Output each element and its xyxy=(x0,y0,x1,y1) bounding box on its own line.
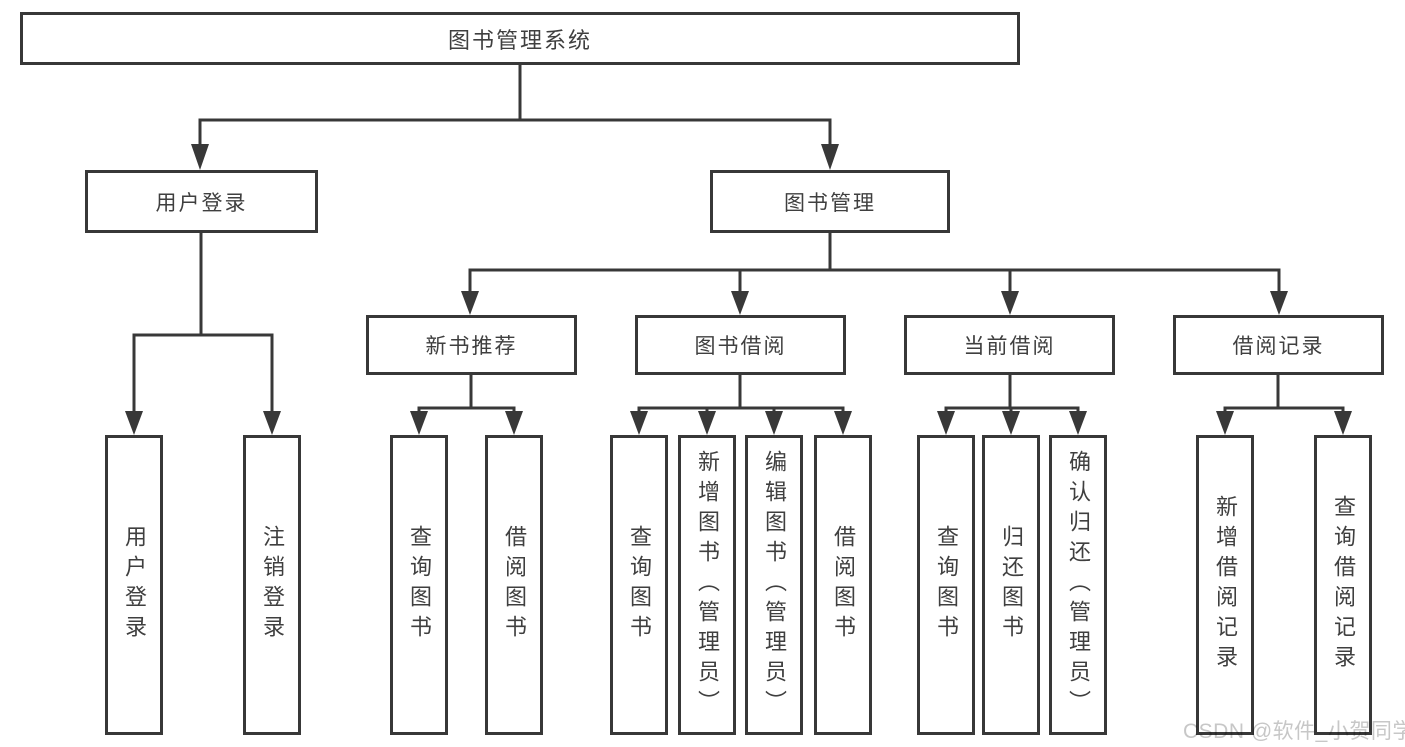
node-current-borrow: 当前借阅 xyxy=(904,315,1115,375)
leaf-current-confirm-return-admin: 确认归还（管理员） xyxy=(1049,435,1107,735)
leaf-newbooks-borrow: 借阅图书 xyxy=(485,435,543,735)
leaf-user-login: 用户登录 xyxy=(105,435,163,735)
node-current-borrow-label: 当前借阅 xyxy=(963,335,1056,358)
leaf-records-add: 新增借阅记录 xyxy=(1196,435,1254,735)
node-borrow-records: 借阅记录 xyxy=(1173,315,1384,375)
leaf-borrow-query: 查询图书 xyxy=(610,435,668,735)
leaf-records-query: 查询借阅记录 xyxy=(1314,435,1372,735)
node-book-borrow: 图书借阅 xyxy=(635,315,846,375)
node-borrow-records-label: 借阅记录 xyxy=(1232,335,1325,358)
node-user-login: 用户登录 xyxy=(85,170,318,233)
arrowheads xyxy=(125,144,1352,435)
leaf-current-return: 归还图书 xyxy=(982,435,1040,735)
node-new-book-recommend-label: 新书推荐 xyxy=(425,335,518,358)
node-root-label: 图书管理系统 xyxy=(447,27,592,53)
node-root: 图书管理系统 xyxy=(20,12,1020,65)
node-new-book-recommend: 新书推荐 xyxy=(366,315,577,375)
node-book-borrow-label: 图书借阅 xyxy=(694,335,787,358)
leaf-newbooks-query: 查询图书 xyxy=(390,435,448,735)
leaf-logout-login: 注销登录 xyxy=(243,435,301,735)
csdn-watermark: CSDN @软件_小贺同学 xyxy=(1183,720,1405,743)
node-user-login-label: 用户登录 xyxy=(155,191,248,215)
leaf-borrow-add-admin: 新增图书（管理员） xyxy=(678,435,736,735)
node-book-management: 图书管理 xyxy=(710,170,950,233)
node-book-management-label: 图书管理 xyxy=(784,191,876,215)
leaf-current-query: 查询图书 xyxy=(917,435,975,735)
leaf-borrow-borrow: 借阅图书 xyxy=(814,435,872,735)
leaf-borrow-edit-admin: 编辑图书（管理员） xyxy=(745,435,803,735)
